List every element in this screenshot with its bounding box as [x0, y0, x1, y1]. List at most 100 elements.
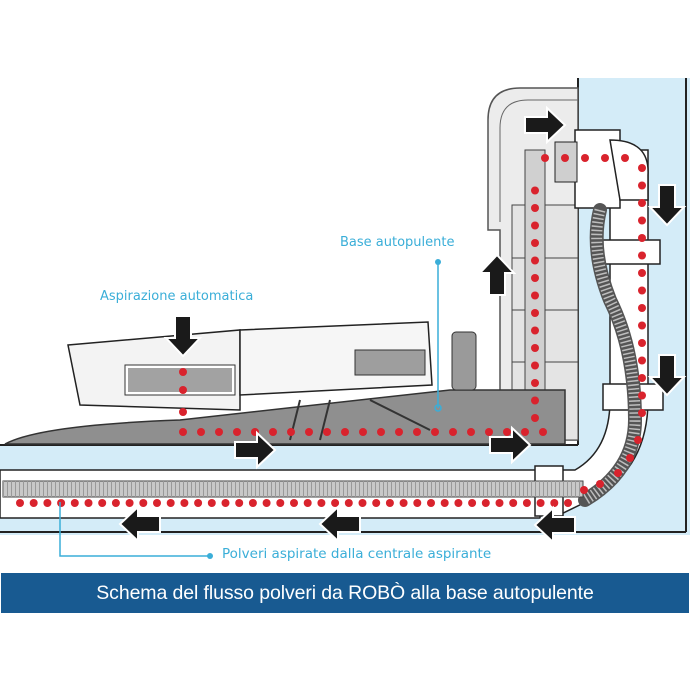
dust-dot	[509, 499, 518, 507]
dust-dot	[581, 154, 589, 162]
dust-dot	[84, 499, 93, 507]
dust-dot	[125, 499, 134, 507]
dust-dot	[385, 499, 394, 507]
dust-dot	[111, 499, 120, 507]
dust-dot	[377, 428, 385, 436]
dust-dot	[221, 499, 230, 507]
dust-dot	[638, 356, 646, 365]
dust-dot	[531, 291, 539, 300]
dust-dot	[413, 499, 422, 507]
dust-dot	[341, 428, 349, 436]
dust-dot	[638, 374, 646, 382]
dust-dot	[638, 269, 646, 277]
leader-lines	[59, 259, 442, 559]
self-cleaning-base-tower	[487, 87, 649, 441]
dust-dot	[413, 428, 421, 436]
dust-dot	[531, 309, 539, 317]
dust-dot	[638, 164, 646, 172]
dust-dot	[358, 499, 367, 507]
dust-dot	[531, 221, 539, 230]
dust-dot	[235, 499, 244, 507]
dust-dot	[468, 499, 477, 507]
dust-dot	[621, 154, 629, 162]
diagram-title: Schema del flusso polveri da ROBÒ alla b…	[96, 581, 594, 604]
dust-dot	[179, 368, 187, 376]
dust-dot	[638, 286, 646, 295]
dust-dot	[372, 499, 381, 507]
dust-dot	[550, 499, 559, 507]
dust-dot	[262, 499, 271, 507]
dust-dot	[638, 409, 646, 417]
dust-dot	[638, 181, 646, 190]
dust-dot	[539, 428, 547, 436]
dust-dot	[29, 499, 38, 507]
dust-dot	[596, 480, 604, 488]
dust-dot	[331, 499, 340, 507]
dust-dot	[638, 391, 646, 400]
dust-dot	[194, 499, 203, 507]
dust-dot	[531, 186, 539, 195]
dust-dot	[166, 499, 175, 507]
flow-arrow-right-icon	[234, 430, 277, 470]
dust-dot	[481, 499, 490, 507]
dust-dot	[449, 428, 457, 436]
flow-arrow-down-icon	[647, 354, 687, 397]
dust-dot	[467, 428, 475, 436]
dust-dot	[531, 396, 539, 405]
dust-dot	[531, 414, 539, 422]
dust-dot	[634, 436, 642, 444]
dust-dot	[531, 256, 539, 265]
dust-dot	[601, 154, 609, 162]
dust-dot	[359, 428, 367, 436]
dust-dot	[303, 499, 312, 507]
dust-dot	[531, 344, 539, 352]
label-self-cleaning-base: Base autopulente	[340, 235, 455, 250]
dust-dot	[541, 154, 549, 162]
flow-arrow-left-icon	[533, 505, 576, 545]
dust-dot	[561, 154, 569, 162]
dust-dot	[531, 274, 539, 282]
dust-dot	[638, 304, 646, 312]
dust-dot	[290, 499, 298, 507]
flow-arrow-left-icon	[118, 504, 161, 544]
dust-dot	[287, 428, 295, 436]
label-central-vacuum-dust: Polveri aspirate dalla centrale aspirant…	[222, 546, 492, 562]
flexible-hose	[578, 203, 643, 507]
dust-dot	[323, 428, 331, 436]
dust-dot	[395, 428, 403, 436]
dust-dot	[638, 321, 646, 330]
dust-dot	[180, 499, 189, 507]
dust-dot	[521, 428, 529, 436]
base-ramp	[4, 331, 566, 445]
flow-arrow-down-icon	[647, 184, 687, 227]
dust-dot	[531, 204, 539, 212]
dust-dot	[179, 428, 187, 436]
dust-dot	[531, 239, 539, 247]
dust-dot	[43, 499, 52, 507]
dust-dot	[580, 486, 588, 494]
dust-dot	[197, 428, 205, 436]
dust-dot	[638, 199, 646, 207]
dust-dot	[614, 469, 622, 477]
dust-dot	[536, 499, 545, 507]
flow-arrow-right-icon	[524, 105, 567, 145]
dust-dot	[638, 234, 646, 242]
dust-dot	[305, 428, 313, 436]
dust-dot	[485, 428, 493, 436]
dust-dot	[638, 216, 646, 225]
dust-dot	[207, 499, 216, 507]
dust-dot	[269, 428, 277, 436]
floor-hose	[2, 480, 584, 498]
caption-bar: Schema del flusso polveri da ROBÒ alla b…	[1, 573, 689, 613]
dust-dot	[57, 499, 66, 507]
dust-dot	[276, 499, 285, 507]
label-automatic-suction: Aspirazione automatica	[100, 289, 254, 304]
flow-arrow-left-icon	[318, 504, 361, 544]
dust-dot	[98, 499, 107, 507]
dust-dot	[440, 499, 449, 507]
dust-dot	[16, 499, 24, 507]
dust-dot	[179, 408, 187, 416]
dust-dot	[179, 386, 187, 394]
flow-arrow-up-icon	[477, 253, 517, 296]
